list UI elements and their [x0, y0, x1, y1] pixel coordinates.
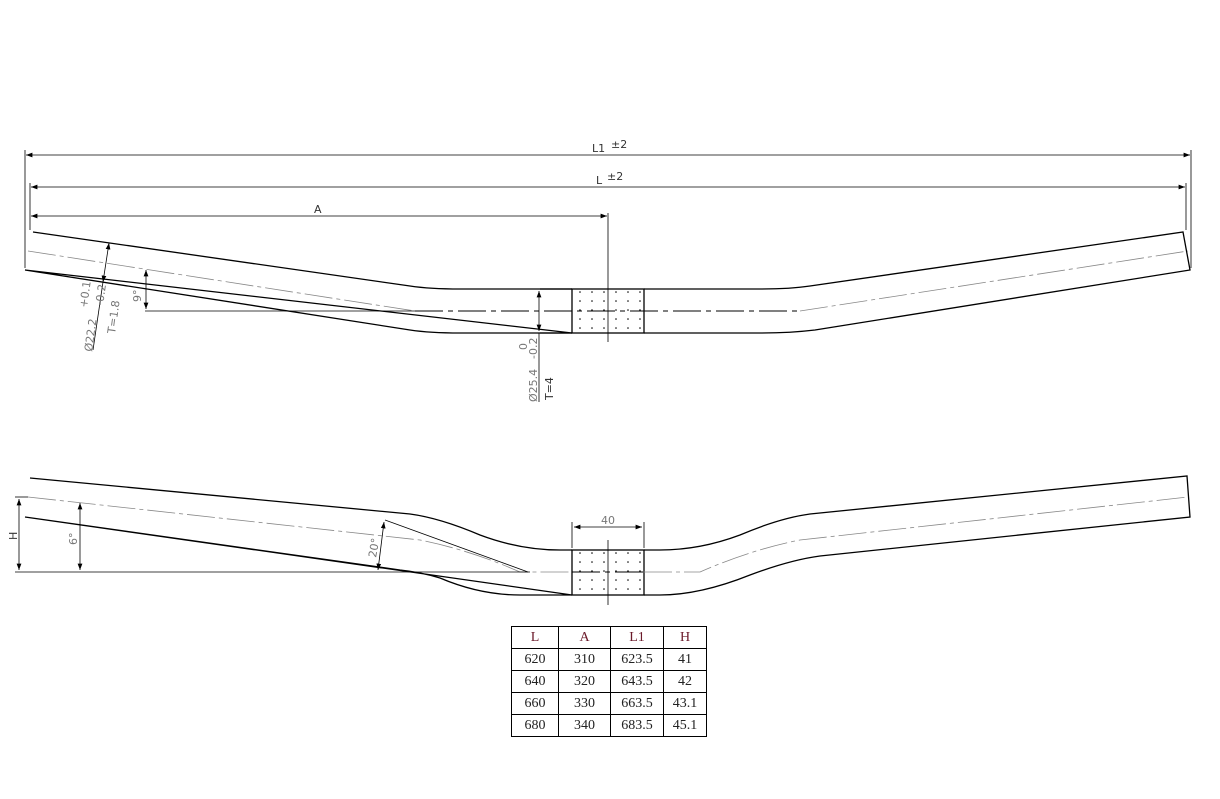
cell: 680 [511, 714, 559, 737]
header-l1: L1 [610, 626, 664, 649]
cell: 623.5 [610, 648, 664, 671]
svg-text:Ø22.2: Ø22.2 [82, 318, 99, 353]
clamp-diameter-label: Ø25.4 [527, 369, 540, 402]
cell: 45.1 [663, 714, 707, 737]
grip-diameter-label: Ø22.2 [82, 318, 99, 353]
grip-wall-label: T=1.8 [105, 299, 123, 335]
side-view: H 6° 20° 40 [7, 475, 1191, 605]
cell: 43.1 [663, 692, 707, 715]
header-a: A [558, 626, 611, 649]
dim-l1-tol: ±2 [611, 138, 627, 151]
dim-l1-label: L1 [592, 142, 605, 155]
sweep-angle-label: 9° [131, 290, 144, 303]
header-h: H [663, 626, 707, 649]
cell: 330 [558, 692, 611, 715]
clamp-wall-label: T=4 [543, 377, 556, 401]
dim-l-tol: ±2 [607, 170, 623, 183]
clamp-width-label: 40 [601, 514, 615, 527]
cell: 660 [511, 692, 559, 715]
top-view: L1 ±2 L ±2 A Ø22.2 +0.1 -0.2 T=1.8 9° Ø2… [24, 138, 1192, 402]
clamp-tol-lower: -0.2 [527, 338, 540, 359]
cell: 663.5 [610, 692, 664, 715]
cell: 643.5 [610, 670, 664, 693]
cell: 683.5 [610, 714, 664, 737]
cell: 640 [511, 670, 559, 693]
cell: 620 [511, 648, 559, 671]
cell: 340 [558, 714, 611, 737]
grip-tol-lower: -0.2 [93, 283, 109, 306]
clamp-tol-upper: 0 [517, 343, 530, 350]
cell: 320 [558, 670, 611, 693]
upsweep-angle-label: 6° [67, 533, 80, 546]
cell: 310 [558, 648, 611, 671]
cell: 42 [663, 670, 707, 693]
dim-l-label: L [596, 174, 603, 187]
header-l: L [511, 626, 559, 649]
grip-tol-upper: +0.1 [77, 280, 94, 308]
cell: 41 [663, 648, 707, 671]
bend-angle-label: 20° [366, 537, 382, 558]
rise-label: H [7, 532, 20, 540]
dim-a-label: A [314, 203, 322, 216]
